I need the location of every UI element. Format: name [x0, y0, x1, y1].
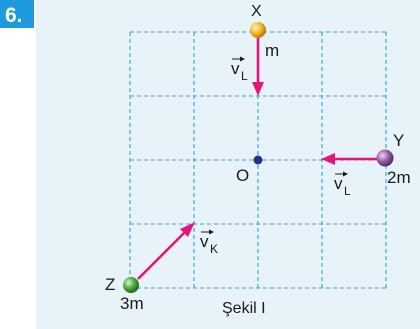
velocity-subscript: K [210, 242, 218, 256]
velocity-subscript: L [344, 184, 351, 198]
object-z-name: Z [105, 275, 115, 294]
ball-z [123, 277, 139, 293]
velocity-arrow-x [252, 38, 264, 96]
figure-background [36, 0, 420, 329]
velocity-label-y: v L [334, 171, 351, 198]
object-z-mass: 3m [120, 294, 144, 313]
velocity-symbol: v [200, 232, 209, 251]
object-y-name: Y [393, 131, 404, 150]
problem-number: 6. [5, 4, 23, 27]
center-point [253, 155, 263, 165]
velocity-arrow-y [321, 153, 380, 165]
velocity-arrow-z [137, 222, 195, 280]
object-x-name: X [251, 3, 262, 20]
velocity-symbol: v [334, 174, 343, 193]
ball-y [376, 149, 394, 167]
object-x-mass: m [265, 41, 279, 60]
velocity-label-x: v L [231, 56, 248, 83]
velocity-label-z: v K [200, 229, 218, 256]
object-y-mass: 2m [387, 168, 411, 187]
velocity-subscript: L [241, 69, 248, 83]
problem-number-badge [0, 0, 34, 28]
ball-x [250, 22, 266, 38]
center-label: O [236, 166, 249, 185]
figure-caption: Şekil I [222, 300, 266, 317]
velocity-symbol: v [231, 59, 240, 78]
